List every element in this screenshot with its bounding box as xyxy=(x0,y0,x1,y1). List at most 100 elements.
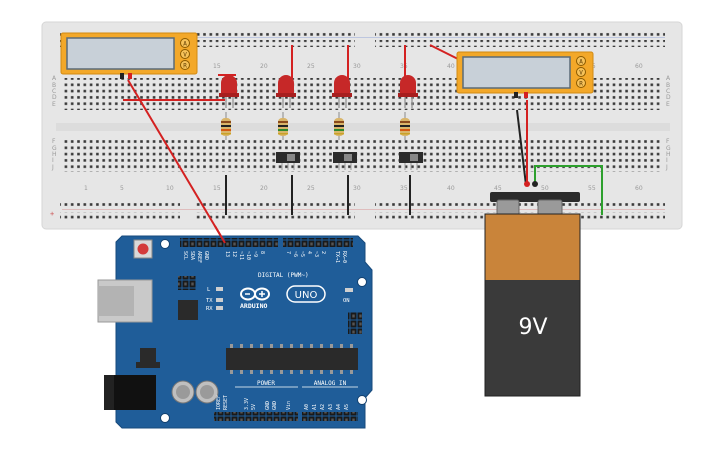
analog-header[interactable] xyxy=(302,412,358,421)
top-pin-labels: SCL SDA AREF GND 13 12 ~11 ~10 ~9 8 7 ~6… xyxy=(182,251,347,263)
svg-text:~10: ~10 xyxy=(245,251,251,260)
led-4[interactable] xyxy=(398,75,418,108)
svg-text:~3: ~3 xyxy=(313,251,319,257)
svg-text:A4: A4 xyxy=(336,404,342,410)
svg-text:D: D xyxy=(52,94,57,101)
digital-header-right[interactable] xyxy=(283,238,353,247)
svg-text:60: 60 xyxy=(635,63,643,70)
svg-text:A: A xyxy=(666,75,671,82)
rx-label: RX xyxy=(206,306,213,312)
wire-black-voltmeter[interactable] xyxy=(516,109,527,186)
svg-text:~6: ~6 xyxy=(292,251,298,257)
svg-text:40: 40 xyxy=(447,63,455,70)
svg-text:B: B xyxy=(52,82,56,89)
row-letters-left: A B C D E F G H I J xyxy=(51,75,57,171)
resistors xyxy=(221,112,410,140)
svg-text:A0: A0 xyxy=(304,404,310,410)
wire-red-ammeter-to-arduino[interactable] xyxy=(127,79,226,244)
svg-text:G: G xyxy=(52,145,57,152)
svg-text:C: C xyxy=(52,88,56,95)
svg-text:30: 30 xyxy=(353,63,361,70)
svg-text:4: 4 xyxy=(306,251,312,254)
power-header[interactable] xyxy=(214,412,298,421)
wire-green-battery[interactable] xyxy=(534,165,603,215)
svg-text:10: 10 xyxy=(166,185,174,192)
svg-text:5V: 5V xyxy=(251,404,257,410)
svg-text:J: J xyxy=(51,164,54,171)
atmega-chip xyxy=(226,348,358,370)
svg-text:B: B xyxy=(666,82,670,89)
multimeter-right[interactable]: A V R xyxy=(456,51,594,98)
slide-switch-1[interactable] xyxy=(276,152,300,170)
svg-text:25: 25 xyxy=(307,185,315,192)
svg-text:RESET: RESET xyxy=(223,395,229,410)
svg-text:25: 25 xyxy=(307,63,315,70)
svg-text:E: E xyxy=(52,101,56,108)
svg-text:H: H xyxy=(666,151,671,158)
svg-text:GND: GND xyxy=(265,401,271,410)
svg-text:12: 12 xyxy=(231,251,237,257)
svg-text:50: 50 xyxy=(541,185,549,192)
svg-text:F: F xyxy=(666,138,670,145)
svg-text:20: 20 xyxy=(260,63,268,70)
svg-text:45: 45 xyxy=(494,185,502,192)
svg-text:8: 8 xyxy=(259,251,265,254)
svg-text:3.3V: 3.3V xyxy=(244,398,250,410)
power-jack xyxy=(104,375,156,410)
on-label: ON xyxy=(343,298,350,304)
digital-header-left[interactable] xyxy=(180,238,278,247)
leds xyxy=(219,75,418,108)
svg-text:I: I xyxy=(666,157,668,164)
svg-text:IOREF: IOREF xyxy=(216,395,222,410)
battery-label: 9V xyxy=(518,315,547,340)
mm-left-button-a[interactable]: A xyxy=(183,41,187,48)
mm-right-button-r[interactable]: R xyxy=(579,81,583,88)
l-led-label: L xyxy=(207,287,211,293)
power-label: POWER xyxy=(257,380,275,387)
mm-right-button-v[interactable]: V xyxy=(579,70,583,77)
wire-red-to-voltmeter[interactable] xyxy=(429,44,461,61)
svg-text:~11: ~11 xyxy=(238,251,244,260)
svg-text:20: 20 xyxy=(260,185,268,192)
resistor-2[interactable] xyxy=(278,112,288,140)
svg-text:15: 15 xyxy=(213,185,221,192)
svg-text:TX→1: TX→1 xyxy=(334,251,340,263)
mm-left-button-v[interactable]: V xyxy=(183,52,187,59)
svg-text:15: 15 xyxy=(213,63,221,70)
arduino-logo-text: ARDUINO xyxy=(240,302,267,310)
tx-label: TX xyxy=(206,298,213,304)
bottom-column-numbers: 1 5 10 15 20 25 30 35 40 45 50 55 60 xyxy=(84,185,643,192)
svg-text:35: 35 xyxy=(400,185,408,192)
svg-text:~5: ~5 xyxy=(299,251,305,257)
arduino-logo: ARDUINO xyxy=(240,287,270,310)
svg-text:G: G xyxy=(666,145,671,152)
resistor-4[interactable] xyxy=(400,112,410,140)
led-1[interactable] xyxy=(219,75,239,108)
svg-text:I: I xyxy=(52,157,54,164)
mm-left-button-r[interactable]: R xyxy=(183,63,187,70)
svg-text:SDA: SDA xyxy=(189,251,195,260)
row-letters-right: A B C D E F G H I J xyxy=(665,75,671,171)
wires xyxy=(123,44,603,244)
svg-text:GND: GND xyxy=(272,401,278,410)
battery-9v[interactable]: 9V xyxy=(484,181,581,397)
svg-text:A3: A3 xyxy=(328,404,334,410)
mm-right-button-a[interactable]: A xyxy=(579,59,583,66)
multimeter-left[interactable]: A V R xyxy=(60,32,198,79)
resistor-3[interactable] xyxy=(334,112,344,140)
led-3[interactable] xyxy=(332,75,352,108)
arduino-uno[interactable]: SCL SDA AREF GND 13 12 ~11 ~10 ~9 8 7 ~6… xyxy=(97,235,373,429)
svg-text:RX←0: RX←0 xyxy=(341,251,347,263)
led-2[interactable] xyxy=(276,75,296,108)
svg-text:J: J xyxy=(665,164,668,171)
slide-switch-3[interactable] xyxy=(399,152,423,170)
svg-text:40: 40 xyxy=(447,185,455,192)
svg-text:30: 30 xyxy=(353,185,361,192)
svg-text:A2: A2 xyxy=(320,404,326,410)
slide-switch-2[interactable] xyxy=(333,152,357,170)
reset-button[interactable] xyxy=(133,239,153,259)
resistor-1[interactable] xyxy=(221,112,231,140)
svg-text:1: 1 xyxy=(84,185,88,192)
digital-header-label: DIGITAL (PWM~) xyxy=(258,272,309,279)
